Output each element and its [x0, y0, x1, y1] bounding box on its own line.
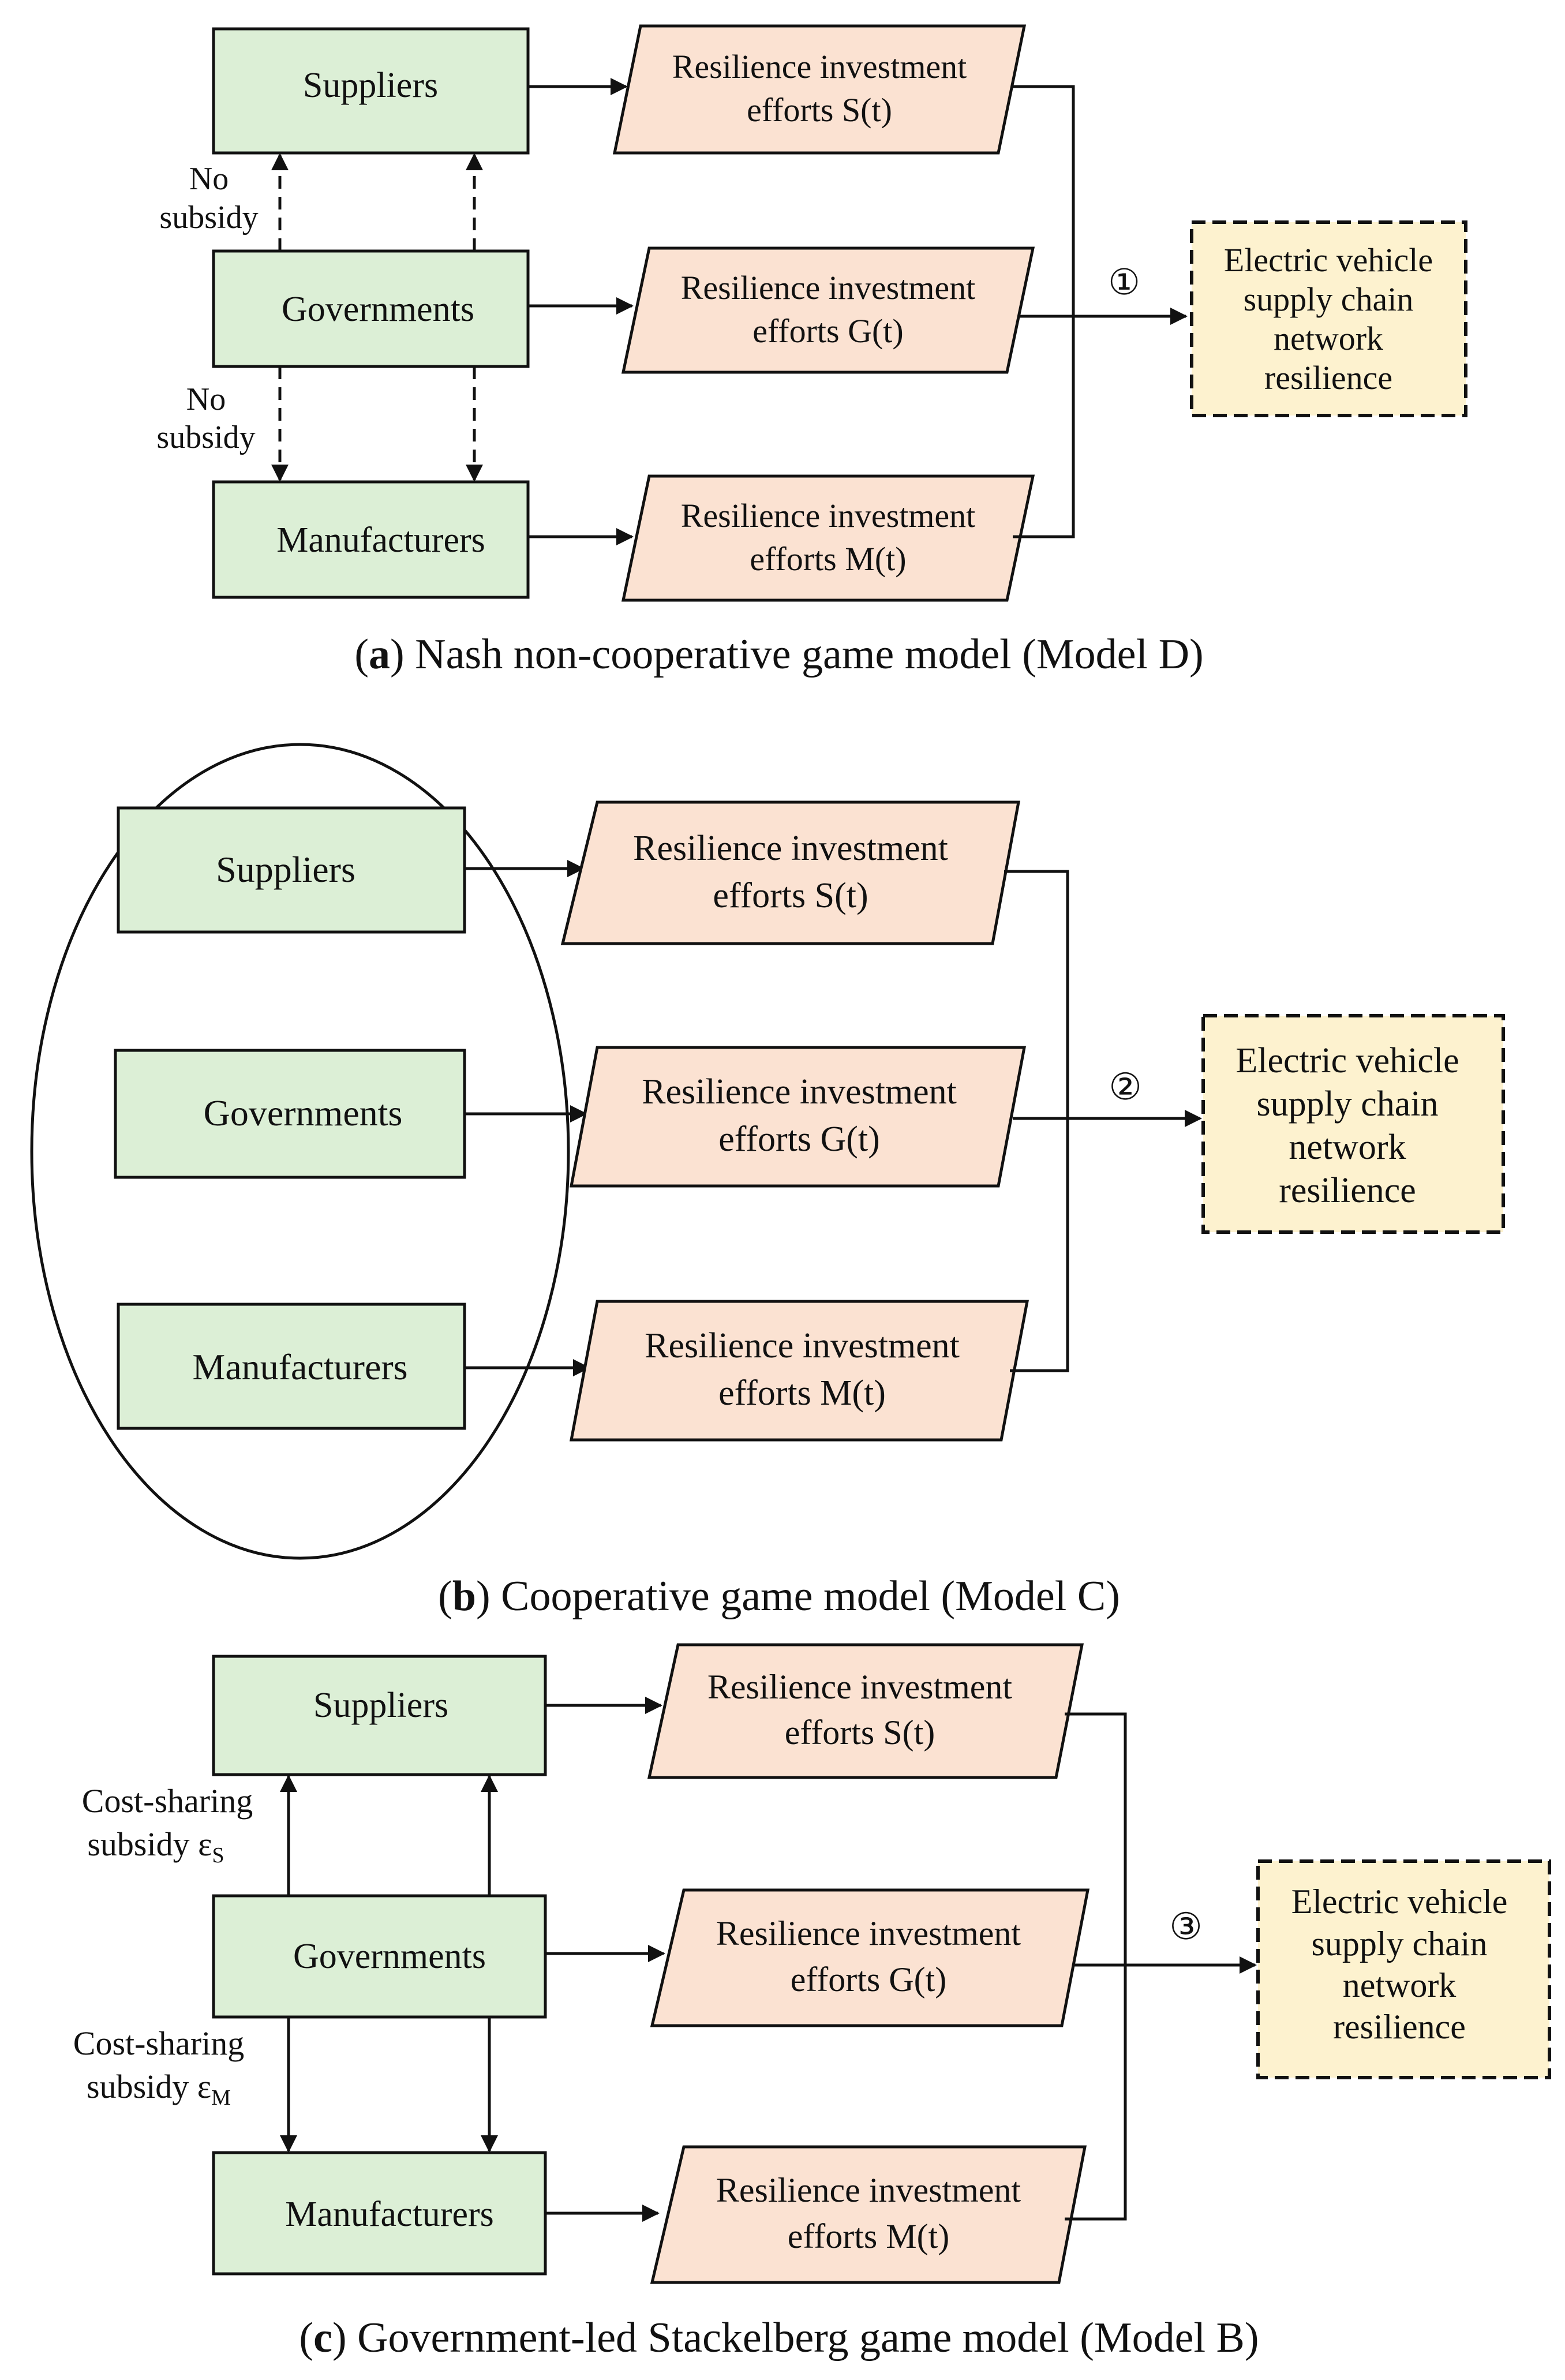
- outcome-line3: network: [1274, 320, 1383, 357]
- connector-lines: [1004, 870, 1069, 1372]
- effort-s-box: [612, 24, 1027, 155]
- no-subsidy-top-line2: subsidy: [159, 200, 258, 235]
- no-subsidy-top-line1: No: [189, 161, 229, 197]
- outcome-line1: Electric vehicle: [1235, 1041, 1459, 1080]
- caption-a: (a) Nash non-cooperative game model (Mod…: [354, 631, 1203, 678]
- effort-s-line1: Resilience investment: [707, 1668, 1013, 1706]
- effort-s-line2: efforts S(t): [713, 876, 868, 915]
- panel-c: Suppliers Governments Manufacturers Cost…: [73, 1643, 1551, 2362]
- effort-s-box: [560, 800, 1021, 945]
- manufacturers-label: Manufacturers: [276, 521, 485, 560]
- governments-box: [114, 1049, 466, 1179]
- effort-g-line1: Resilience investment: [716, 1914, 1021, 1952]
- effort-m-line1: Resilience investment: [716, 2171, 1021, 2209]
- outcome-line4: resilience: [1264, 359, 1392, 396]
- manufacturers-box: [117, 1303, 466, 1430]
- cost-sharing-top-line2: subsidy εS: [87, 1825, 224, 1868]
- panel-a: Suppliers Governments Manufacturers No s…: [156, 24, 1467, 678]
- effort-m-line1: Resilience investment: [681, 497, 976, 534]
- suppliers-box: [212, 27, 530, 155]
- effort-m-line2: efforts M(t): [788, 2217, 950, 2255]
- governments-box: [212, 1894, 547, 2019]
- outcome-line4: resilience: [1333, 2008, 1466, 2046]
- marker-3: ③: [1169, 1906, 1202, 1947]
- outcome-box: [1190, 220, 1467, 417]
- outcome-line4: resilience: [1279, 1171, 1416, 1210]
- no-subsidy-bottom-line2: subsidy: [156, 420, 255, 455]
- effort-s-line2: efforts S(t): [785, 1713, 935, 1752]
- governments-label: Governments: [204, 1092, 403, 1133]
- manufacturers-box: [212, 480, 530, 599]
- marker-2: ②: [1109, 1066, 1141, 1107]
- no-subsidy-bottom-line1: No: [186, 381, 226, 417]
- effort-m-line2: efforts M(t): [718, 1374, 886, 1413]
- connector-lines: [1013, 85, 1075, 538]
- manufacturers-box: [212, 2151, 547, 2276]
- caption-b: (b) Cooperative game model (Model C): [438, 1573, 1120, 1620]
- governments-box: [212, 249, 530, 368]
- outcome-box: [1201, 1014, 1505, 1234]
- outcome-line2: supply chain: [1256, 1084, 1438, 1124]
- outcome-box: [1256, 1859, 1551, 2079]
- suppliers-box: [117, 806, 466, 934]
- effort-s-line1: Resilience investment: [633, 829, 948, 868]
- effort-s-line1: Resilience investment: [672, 48, 967, 85]
- effort-s-box: [647, 1643, 1084, 1779]
- effort-m-box: [569, 1300, 1029, 1442]
- cost-sharing-bottom-line1: Cost-sharing: [73, 2025, 244, 2062]
- cooperation-ellipse: [30, 743, 570, 1560]
- outcome-line3: network: [1289, 1128, 1406, 1167]
- marker-1: ①: [1108, 263, 1140, 302]
- effort-g-line1: Resilience investment: [681, 269, 976, 306]
- outcome-line2: supply chain: [1312, 1925, 1488, 1963]
- effort-m-line1: Resilience investment: [645, 1326, 960, 1365]
- manufacturers-label: Manufacturers: [192, 1346, 407, 1387]
- governments-label: Governments: [282, 290, 474, 329]
- manufacturers-label: Manufacturers: [285, 2195, 494, 2234]
- effort-g-line2: efforts G(t): [791, 1960, 946, 1999]
- suppliers-label: Suppliers: [303, 66, 438, 105]
- effort-g-box: [650, 1888, 1090, 2027]
- effort-m-box: [621, 474, 1035, 602]
- effort-g-box: [569, 1046, 1027, 1188]
- panel-b: Suppliers Governments Manufacturers Resi…: [30, 743, 1505, 1620]
- outcome-line1: Electric vehicle: [1291, 1883, 1508, 1921]
- suppliers-label: Suppliers: [216, 849, 355, 890]
- suppliers-box: [212, 1655, 547, 1776]
- outcome-line1: Electric vehicle: [1224, 241, 1433, 279]
- effort-m-box: [650, 2145, 1087, 2284]
- caption-c: (c) Government-led Stackelberg game mode…: [299, 2314, 1259, 2362]
- effort-g-line2: efforts G(t): [752, 312, 903, 350]
- cost-sharing-top-line1: Cost-sharing: [82, 1782, 253, 1820]
- governments-label: Governments: [293, 1937, 486, 1976]
- effort-s-line2: efforts S(t): [747, 91, 892, 129]
- effort-g-box: [621, 246, 1035, 374]
- effort-g-line1: Resilience investment: [642, 1072, 957, 1112]
- effort-m-line2: efforts M(t): [750, 540, 906, 578]
- effort-g-line2: efforts G(t): [718, 1120, 880, 1159]
- cost-sharing-bottom-line2: subsidy εM: [87, 2068, 231, 2110]
- suppliers-label: Suppliers: [313, 1686, 448, 1725]
- outcome-line2: supply chain: [1244, 280, 1414, 318]
- outcome-line3: network: [1343, 1966, 1457, 2004]
